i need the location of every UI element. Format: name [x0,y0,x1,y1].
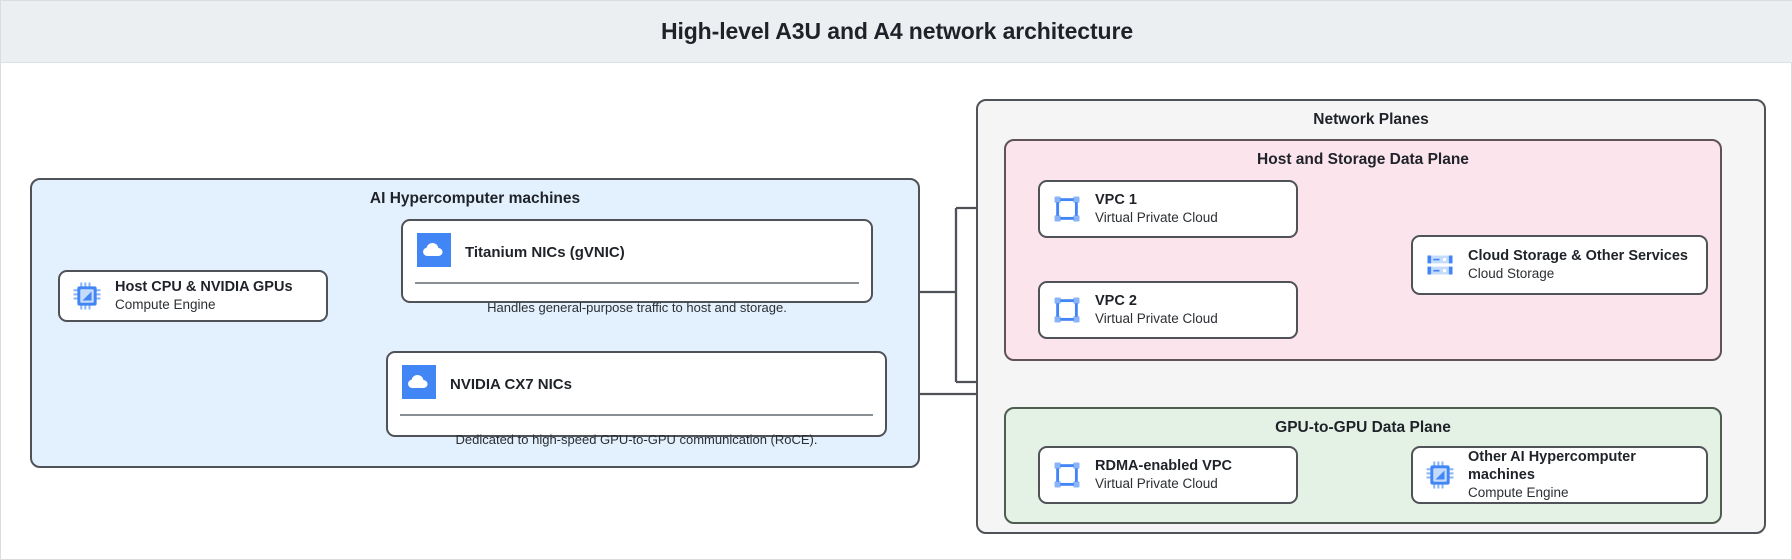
node-host-cpu-text: Host CPU & NVIDIA GPUs Compute Engine [115,278,293,314]
node-other-ai-hypercomputer-machines[interactable]: Other AI Hypercomputer machines Compute … [1411,446,1708,504]
node-vpc-1[interactable]: VPC 1 Virtual Private Cloud [1038,180,1298,238]
node-subtitle: Virtual Private Cloud [1095,476,1218,492]
group-label-host-storage: Host and Storage Data Plane [1257,151,1469,168]
node-rdma-text: RDMA-enabled VPC Virtual Private Cloud [1095,457,1232,493]
node-cloud-storage[interactable]: Cloud Storage & Other Services Cloud Sto… [1411,235,1708,295]
card-cx7-title: NVIDIA CX7 NICs [450,376,572,393]
cpu-chip-icon [1425,460,1455,490]
page-title: High-level A3U and A4 network architectu… [660,18,1134,44]
node-other-machines-text: Other AI Hypercomputer machines Compute … [1468,448,1694,502]
node-host-cpu-gpus[interactable]: Host CPU & NVIDIA GPUs Compute Engine [58,270,328,322]
node-rdma-enabled-vpc[interactable]: RDMA-enabled VPC Virtual Private Cloud [1038,446,1298,504]
diagram-canvas: AI Hypercomputer machines [1,63,1792,560]
cpu-chip-icon [72,281,102,311]
node-title: RDMA-enabled VPC [1095,458,1232,475]
cloud-icon [402,365,436,404]
card-titanium-title: Titanium NICs (gVNIC) [465,244,625,261]
card-titanium-head: Titanium NICs (gVNIC) [403,221,871,282]
node-title: Host CPU & NVIDIA GPUs [115,279,293,296]
card-nvidia-cx7-nics[interactable]: NVIDIA CX7 NICs Dedicated to high-speed … [386,351,887,447]
node-cloud-storage-text: Cloud Storage & Other Services Cloud Sto… [1468,247,1688,283]
node-subtitle: Virtual Private Cloud [1095,311,1218,327]
card-cx7-head: NVIDIA CX7 NICs [388,353,885,414]
group-label-planes: Network Planes [1313,111,1429,128]
vpc-icon [1052,194,1082,224]
node-title: VPC 2 [1095,293,1137,310]
card-titanium-caption: Handles general-purpose traffic to host … [487,299,787,315]
group-label-gpu-plane: GPU-to-GPU Data Plane [1275,419,1451,436]
node-title: Other AI Hypercomputer machines [1468,449,1636,484]
node-vpc-2[interactable]: VPC 2 Virtual Private Cloud [1038,281,1298,339]
vpc-icon [1052,460,1082,490]
node-subtitle: Compute Engine [115,297,216,313]
card-titanium-nics[interactable]: Titanium NICs (gVNIC) Handles general-pu… [401,219,873,315]
storage-icon [1425,250,1455,280]
cloud-icon [417,233,451,272]
card-divider [415,282,859,284]
node-subtitle: Compute Engine [1468,485,1569,501]
node-title: VPC 1 [1095,192,1137,209]
node-title: Cloud Storage & Other Services [1468,248,1688,265]
card-divider [400,414,873,416]
node-vpc1-text: VPC 1 Virtual Private Cloud [1095,191,1218,227]
node-subtitle: Cloud Storage [1468,266,1555,282]
group-label-machines: AI Hypercomputer machines [369,190,581,207]
vpc-icon [1052,295,1082,325]
diagram-header: High-level A3U and A4 network architectu… [1,1,1792,63]
node-vpc2-text: VPC 2 Virtual Private Cloud [1095,292,1218,328]
node-subtitle: Virtual Private Cloud [1095,210,1218,226]
card-cx7-caption: Dedicated to high-speed GPU-to-GPU commu… [455,431,818,447]
